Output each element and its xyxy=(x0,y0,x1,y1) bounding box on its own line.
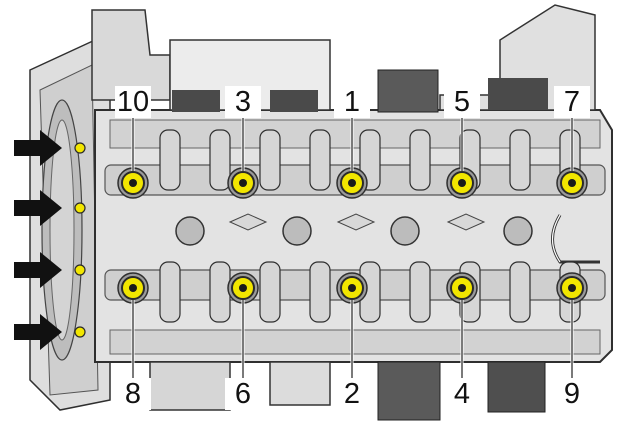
bolt-label-background xyxy=(115,86,151,118)
cam-lobe-upper xyxy=(159,129,181,191)
cam-lobe-lower xyxy=(309,261,331,323)
bolt-sequence-number: 10 xyxy=(116,86,150,118)
cam-lobe-lower xyxy=(259,261,281,323)
side-arrows xyxy=(14,130,62,350)
bolt-label-background xyxy=(334,86,370,118)
bolt-label-background xyxy=(444,86,480,118)
bolt-sequence-number: 5 xyxy=(453,86,471,118)
bolt-sequence-number: 1 xyxy=(343,86,361,118)
cam-lobe-upper xyxy=(409,129,431,191)
bolt-socket xyxy=(568,179,576,187)
bolt-sequence-number: 6 xyxy=(234,378,252,410)
bolt-sequence-number: 8 xyxy=(124,378,142,410)
cover-bolt-marker xyxy=(74,142,86,154)
bolt-label-background xyxy=(225,378,261,410)
bolt-sequence-number: 3 xyxy=(234,86,252,118)
cam-lobe-upper xyxy=(259,129,281,191)
bolt-socket xyxy=(348,179,356,187)
bolt-socket xyxy=(239,284,247,292)
bolt-label-background xyxy=(334,378,370,410)
bolt-socket xyxy=(458,284,466,292)
bolt-label-background xyxy=(115,378,151,410)
cam-lobe-upper xyxy=(309,129,331,191)
bolt-label-background xyxy=(225,86,261,118)
arrow-right-icon xyxy=(14,130,62,166)
cover-bolt-marker xyxy=(74,326,86,338)
bolt-sequence-number: 4 xyxy=(453,378,471,410)
bolt-label-background xyxy=(444,378,480,410)
bolt-socket xyxy=(458,179,466,187)
timing-cover-markers xyxy=(74,142,86,338)
bolt-sequence-number: 7 xyxy=(563,86,581,118)
head-bolts xyxy=(117,118,588,378)
bolt-socket xyxy=(129,179,137,187)
cam-lobe-lower xyxy=(159,261,181,323)
bolt-sequence-number: 2 xyxy=(343,378,361,410)
cam-lobe-lower xyxy=(409,261,431,323)
bolt-socket xyxy=(348,284,356,292)
camshaft-lobes xyxy=(159,129,581,323)
cam-lobe-upper xyxy=(209,129,231,191)
cover-bolt-marker xyxy=(74,202,86,214)
arrow-right-icon xyxy=(14,314,62,350)
bolt-sequence-number: 9 xyxy=(563,378,581,410)
bolt-socket xyxy=(129,284,137,292)
cam-lobe-lower xyxy=(209,261,231,323)
cam-lobe-lower xyxy=(509,261,531,323)
bolt-label-background xyxy=(554,378,590,410)
bolt-socket xyxy=(239,179,247,187)
bolt-label-background xyxy=(554,86,590,118)
cover-bolt-marker xyxy=(74,264,86,276)
brackets xyxy=(91,4,596,421)
arrow-right-icon xyxy=(14,252,62,288)
bolt-socket xyxy=(568,284,576,292)
cam-lobe-upper xyxy=(509,129,531,191)
arrow-right-icon xyxy=(14,190,62,226)
